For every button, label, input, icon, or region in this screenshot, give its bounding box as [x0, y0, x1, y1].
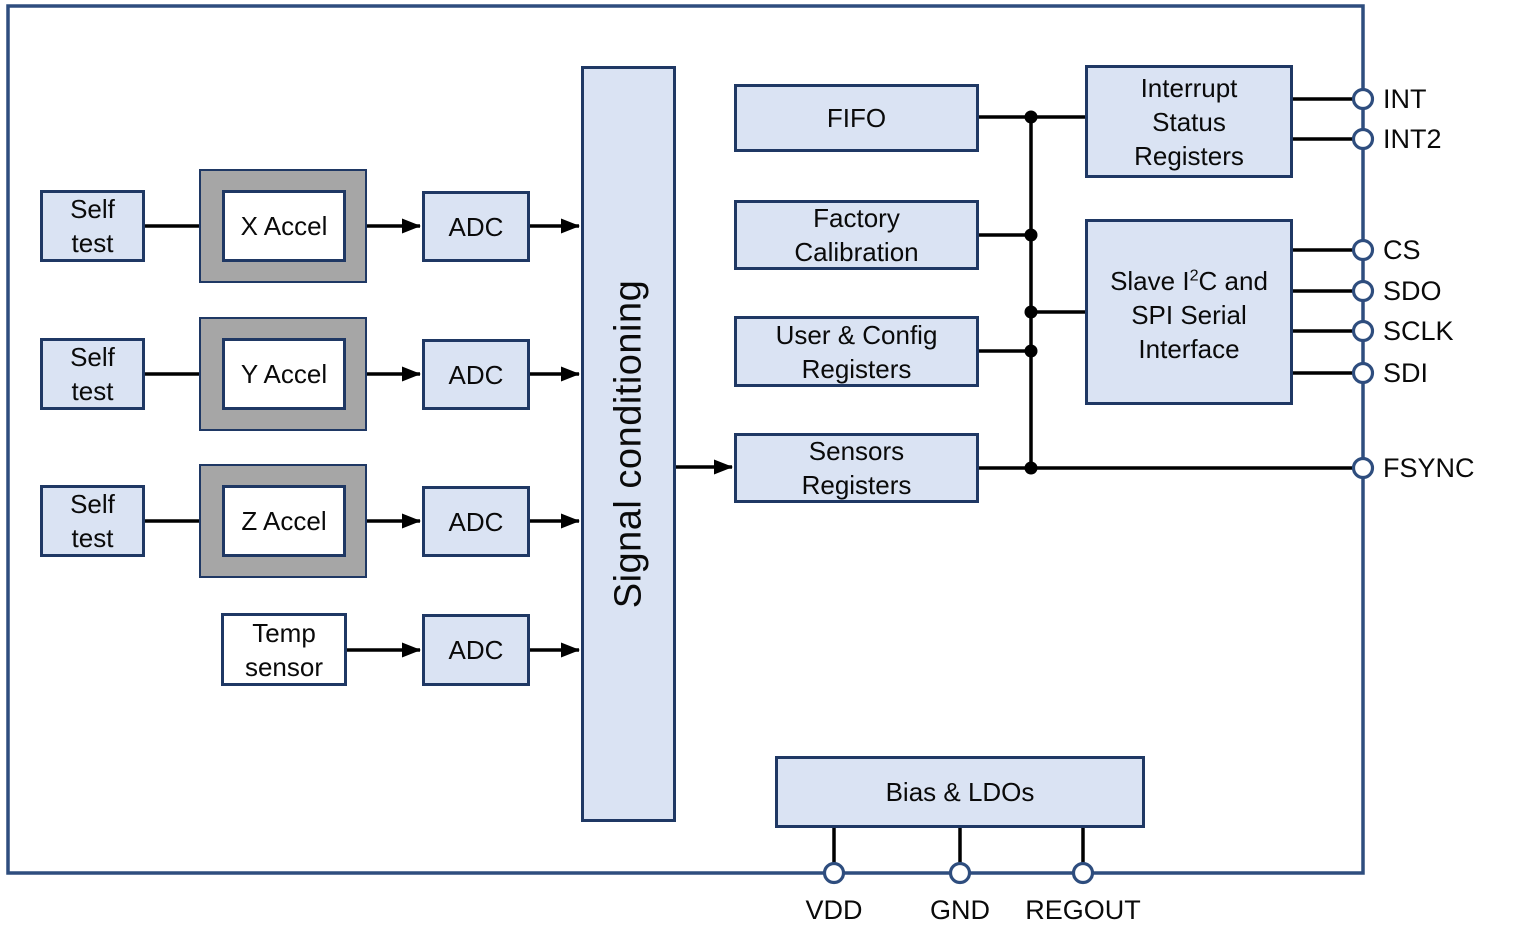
- adc-x-box: ADC: [422, 191, 530, 262]
- bias-ldos-label: Bias & LDOs: [885, 777, 1035, 807]
- temp-sensor-box: Temp sensor: [221, 613, 347, 686]
- self-test-y-box: Self test: [40, 338, 145, 410]
- pin-label-vdd: VDD: [805, 895, 863, 925]
- fifo-label: FIFO: [826, 103, 887, 133]
- pin-circle-sclk: [1351, 319, 1375, 343]
- pin-label-cs: CS: [1383, 235, 1421, 265]
- factory-calibration-label: Factory Calibration: [794, 203, 919, 267]
- pin-circle-int: [1351, 87, 1375, 111]
- adc-x-label: ADC: [448, 211, 504, 242]
- pin-label-gnd: GND: [930, 895, 990, 925]
- pin-label-regout: REGOUT: [1025, 895, 1141, 925]
- self-test-y-label: Self test: [70, 342, 115, 406]
- pin-label-fsync: FSYNC: [1383, 453, 1475, 483]
- slave-i2c-spi-label: Slave I2C and SPI Serial Interface: [1110, 258, 1268, 366]
- user-config-registers-box: User & Config Registers: [734, 316, 979, 387]
- self-test-z-box: Self test: [40, 485, 145, 557]
- adc-z-box: ADC: [422, 486, 530, 557]
- pin-label-sdi: SDI: [1383, 358, 1429, 388]
- signal-conditioning-box: Signal conditioning: [581, 66, 676, 822]
- junction-factorycal: [1024, 228, 1038, 242]
- pin-circle-gnd: [948, 861, 972, 885]
- z-accel-box: Z Accel: [222, 485, 346, 557]
- pin-circle-vdd: [822, 861, 846, 885]
- adc-y-box: ADC: [422, 339, 530, 410]
- slave-label-line2: SPI Serial: [1131, 299, 1247, 330]
- junction-slave: [1024, 305, 1038, 319]
- pin-label-int2: INT2: [1383, 124, 1442, 154]
- pin-circle-regout: [1071, 861, 1095, 885]
- z-accel-label: Z Accel: [241, 506, 327, 536]
- junction-userconfig: [1024, 344, 1038, 358]
- y-accel-label: Y Accel: [240, 359, 328, 389]
- sensors-registers-box: Sensors Registers: [734, 433, 979, 503]
- pin-label-sdo: SDO: [1383, 276, 1442, 306]
- slave-label-line1: Slave I2C and: [1110, 265, 1268, 296]
- y-accel-box: Y Accel: [222, 338, 346, 410]
- interrupt-status-registers-box: Interrupt Status Registers: [1085, 65, 1293, 178]
- adc-temp-box: ADC: [422, 614, 530, 686]
- self-test-z-label: Self test: [70, 489, 115, 553]
- x-accel-label: X Accel: [240, 211, 328, 241]
- fifo-box: FIFO: [734, 84, 979, 152]
- adc-z-label: ADC: [448, 506, 504, 537]
- pin-circle-int2: [1351, 127, 1375, 151]
- pin-terminals: [822, 87, 1375, 885]
- user-config-registers-label: User & Config Registers: [775, 319, 938, 384]
- pin-circle-cs: [1351, 238, 1375, 262]
- junction-dots: [1024, 110, 1038, 475]
- self-test-x-label: Self test: [70, 194, 115, 258]
- junction-fsync: [1024, 461, 1038, 475]
- pin-circle-sdi: [1351, 361, 1375, 385]
- pin-circle-fsync: [1351, 456, 1375, 480]
- temp-sensor-label: Temp sensor: [244, 617, 324, 682]
- interrupt-status-registers-label: Interrupt Status Registers: [1134, 72, 1244, 171]
- x-accel-box: X Accel: [222, 190, 346, 262]
- slave-i2c-spi-box: Slave I2C and SPI Serial Interface: [1085, 219, 1293, 405]
- chip-boundary: [6, 4, 1365, 875]
- factory-calibration-box: Factory Calibration: [734, 200, 979, 270]
- sensors-registers-label: Sensors Registers: [801, 436, 912, 500]
- pin-label-int: INT: [1383, 84, 1427, 114]
- bias-ldos-box: Bias & LDOs: [775, 756, 1145, 828]
- adc-y-label: ADC: [448, 359, 504, 390]
- slave-label-line3: Interface: [1138, 333, 1240, 364]
- signal-conditioning-label: Signal conditioning: [607, 279, 650, 609]
- pin-label-sclk: SCLK: [1383, 316, 1454, 346]
- junction-fifo: [1024, 110, 1038, 124]
- self-test-x-box: Self test: [40, 190, 145, 262]
- adc-temp-label: ADC: [448, 635, 504, 665]
- pin-circle-sdo: [1351, 279, 1375, 303]
